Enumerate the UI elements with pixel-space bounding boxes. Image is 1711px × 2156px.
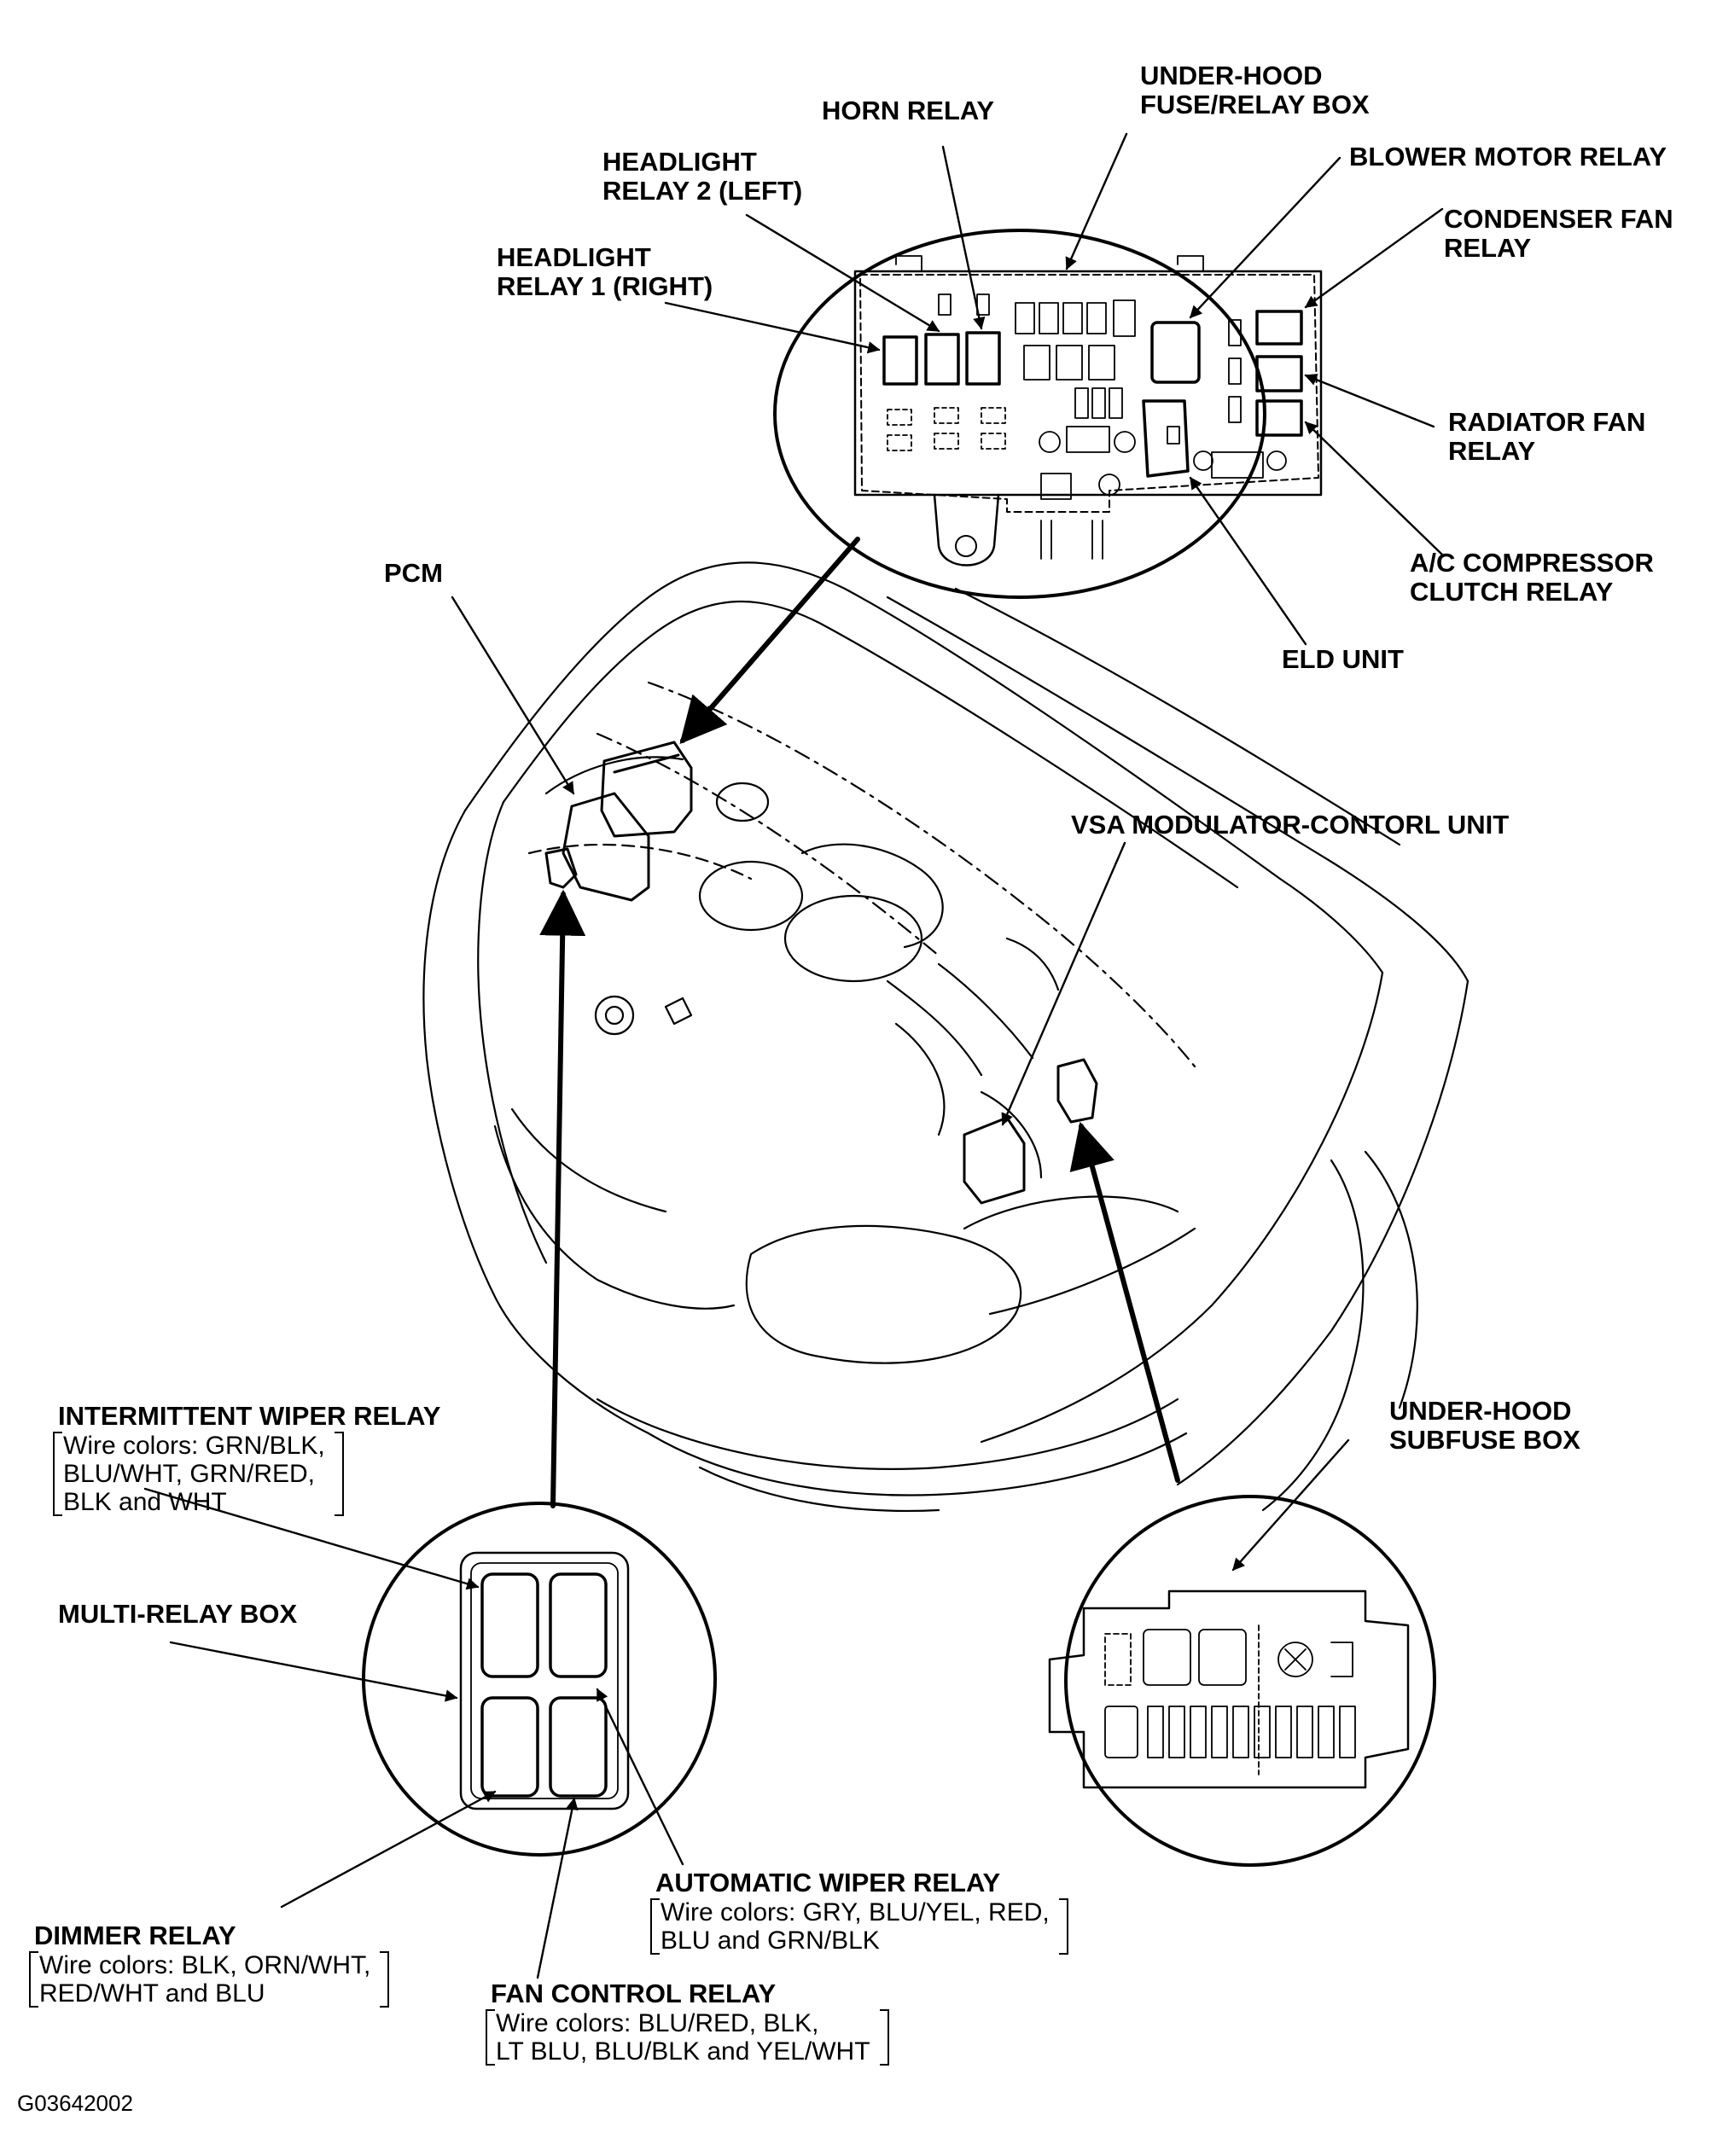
label-headlight-relay-1: HEADLIGHT RELAY 1 (RIGHT) [497,242,713,301]
wire-colors-dimmer-relay: Wire colors: BLK, ORN/WHT, RED/WHT and B… [29,1951,390,2008]
label-under-hood-subfuse-box: UNDER-HOOD SUBFUSE BOX [1389,1396,1580,1455]
label-horn-relay: HORN RELAY [822,96,995,125]
figure-code: G03642002 [17,2090,133,2116]
fuse-box-callout-circle [773,229,1323,599]
label-automatic-wiper-relay: AUTOMATIC WIPER RELAY [655,1868,1001,1897]
callout-arrows [539,537,1180,1508]
engine-components [544,741,1098,1205]
label-vsa-modulator-control-unit: VSA MODULATOR-CONTORL UNIT [1071,810,1510,840]
label-headlight-relay-2: HEADLIGHT RELAY 2 (LEFT) [602,147,803,206]
car-body [422,561,1469,1513]
label-blower-motor-relay: BLOWER MOTOR RELAY [1349,142,1667,171]
multi-relay-callout-circle [362,1502,717,1857]
wire-colors-fan-control-relay: Wire colors: BLU/RED, BLK, LT BLU, BLU/B… [486,2009,889,2066]
label-pcm: PCM [384,558,443,588]
wire-colors-automatic-wiper-relay: Wire colors: GRY, BLU/YEL, RED, BLU and … [650,1898,1068,1955]
label-under-hood-fuse-relay-box: UNDER-HOOD FUSE/RELAY BOX [1140,61,1370,119]
label-condenser-fan-relay: CONDENSER FAN RELAY [1444,204,1673,263]
label-intermittent-wiper-relay: INTERMITTENT WIPER RELAY [58,1401,441,1431]
label-multi-relay-box: MULTI-RELAY BOX [58,1599,298,1629]
label-fan-control-relay: FAN CONTROL RELAY [491,1979,777,2008]
subfuse-callout-circle [1048,1495,1436,1867]
label-radiator-fan-relay: RADIATOR FAN RELAY [1448,407,1646,466]
label-eld-unit: ELD UNIT [1282,644,1404,674]
label-dimmer-relay: DIMMER RELAY [34,1921,236,1950]
leader-lines [143,132,1444,1979]
wire-colors-intermittent-wiper-relay: Wire colors: GRN/BLK, BLU/WHT, GRN/RED, … [53,1432,344,1516]
label-ac-compressor-clutch-relay: A/C COMPRESSOR CLUTCH RELAY [1410,548,1654,607]
